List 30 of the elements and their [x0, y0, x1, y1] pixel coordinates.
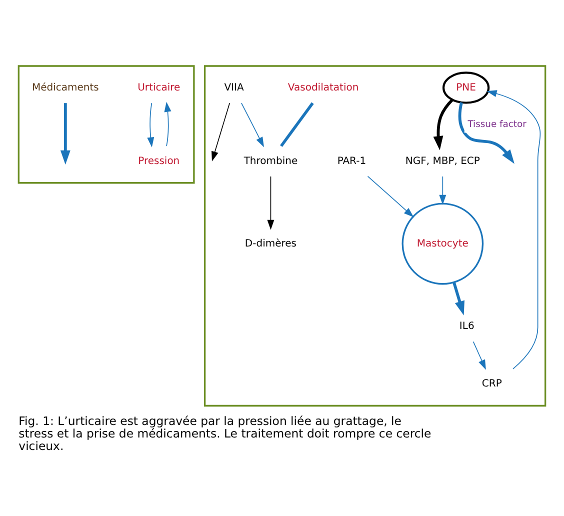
arrow [439, 176, 446, 205]
node-ellipse: PNE [442, 72, 490, 104]
node-text: Pression [138, 156, 180, 167]
cluster [204, 65, 546, 407]
arrow [472, 341, 486, 370]
node-text: Urticaire [138, 82, 180, 94]
node-text: NGF, MBP, ECP [405, 156, 480, 167]
node-text: D-dimères [244, 238, 297, 250]
node-text: Thrombine [244, 156, 298, 167]
node-text: PAR-1 [337, 156, 366, 167]
arrow [452, 282, 464, 316]
caption: Fig. 1: L’urticaire est aggravée par la pression liée au grattage, le stress et la prise de médicaments. Le traitement doit rompre ce cercle vicieux. [18, 414, 432, 454]
arrow [60, 103, 70, 165]
edge-label: Tissue factor [468, 118, 526, 130]
arrow [147, 102, 154, 148]
arrow [241, 102, 264, 148]
arrow [164, 102, 172, 146]
node-text: VIIA [224, 82, 244, 94]
arrow [458, 102, 514, 164]
connector [280, 102, 314, 147]
node-text: IL6 [459, 321, 474, 332]
cluster [18, 65, 195, 184]
arrow [212, 102, 230, 162]
arrow [486, 90, 541, 370]
node-text: CRP [482, 378, 502, 390]
arrow [367, 176, 414, 218]
node-text: Vasodilatation [288, 82, 359, 94]
arrow [433, 98, 454, 150]
node-text: Médicaments [32, 82, 99, 94]
arrow [267, 176, 274, 230]
